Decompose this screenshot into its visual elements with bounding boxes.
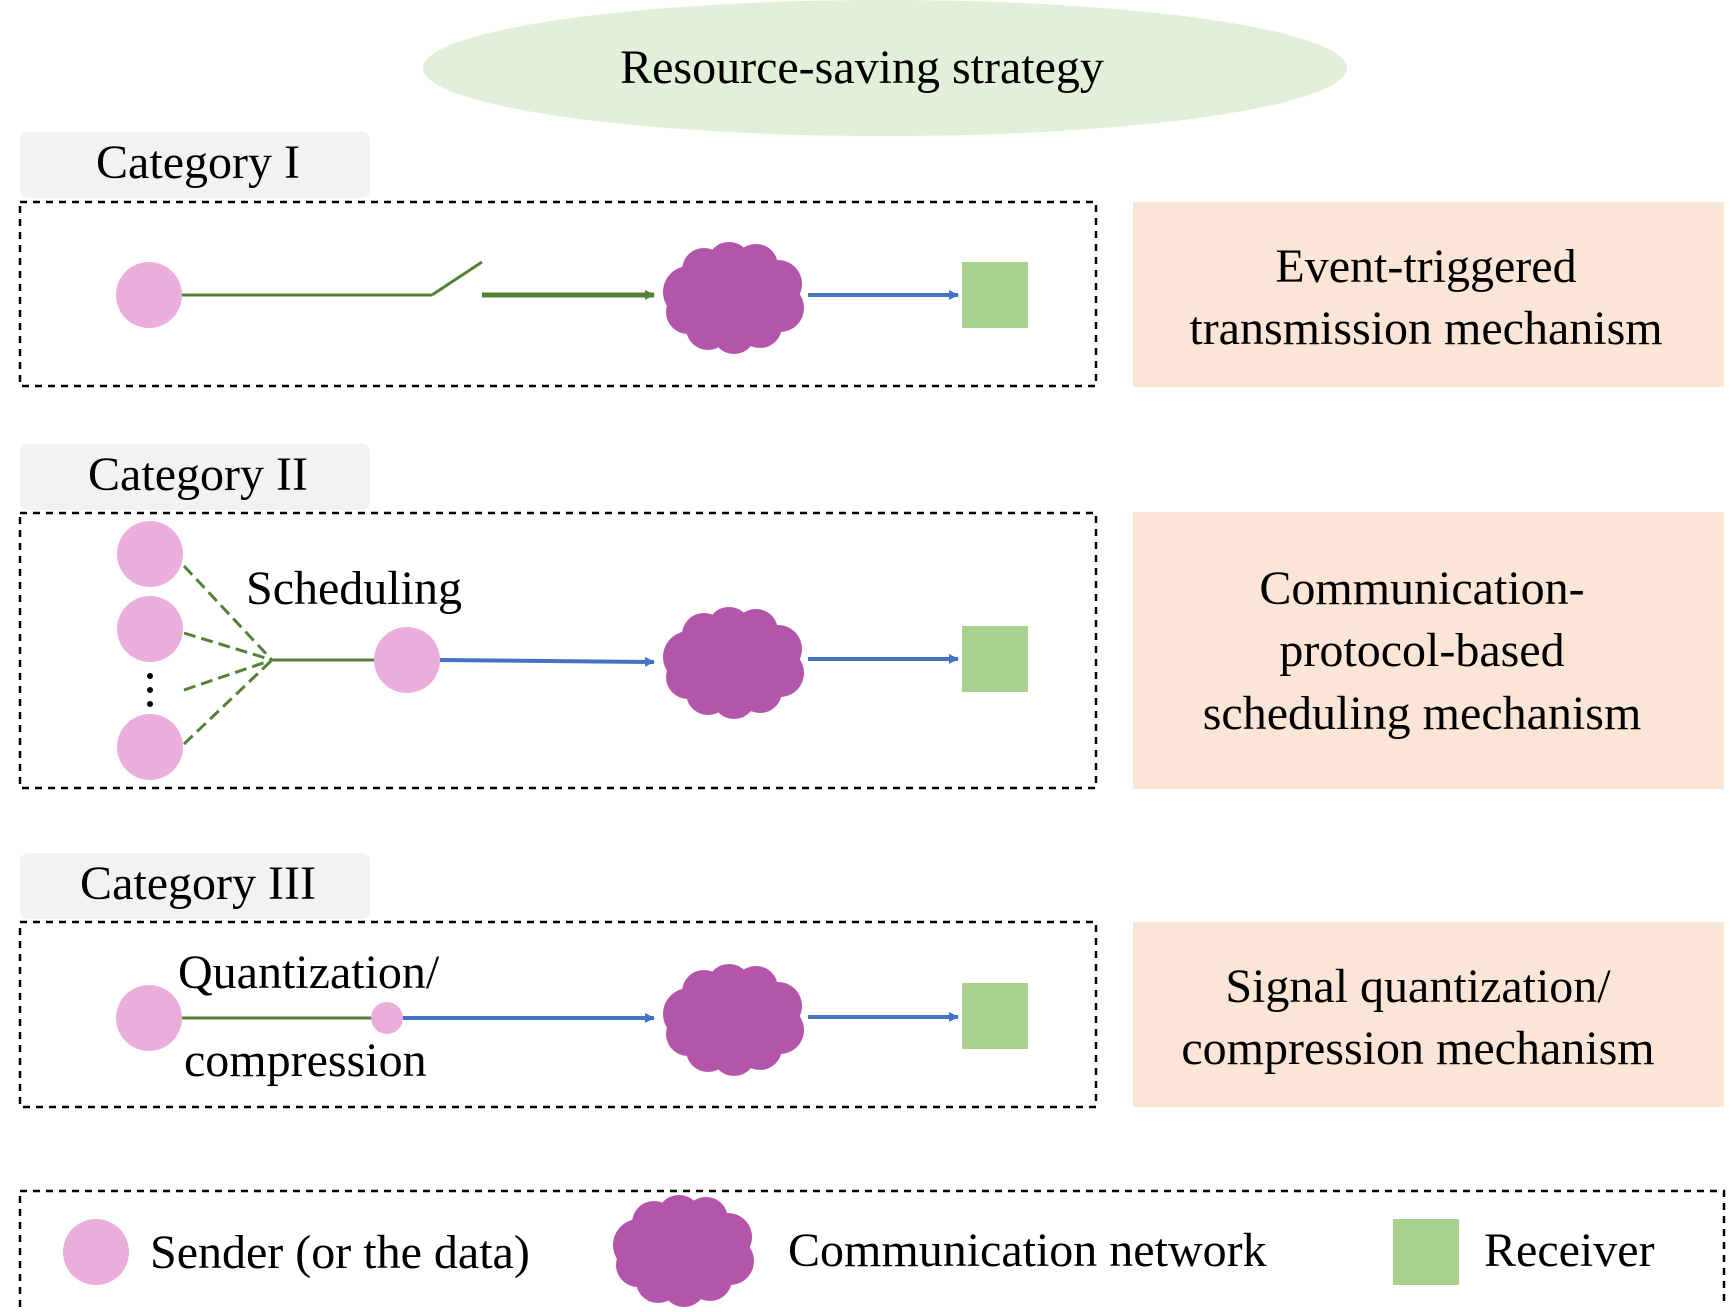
category-2-label: Category II [88,448,308,501]
mechanism-1-line-1: Event-triggered [1275,240,1576,293]
mechanism-2-line-2: protocol-based [1279,624,1564,677]
category-2-tab [20,444,370,510]
category-3-label: Category III [80,857,316,910]
ellipsis-dot [147,673,153,679]
mechanism-3-line-1: Signal quantization/ [1225,960,1611,1013]
ellipsis-dot [147,701,153,707]
legend: Sender (or the data) Communication netwo… [18,1189,1726,1312]
legend-box [18,1189,1726,1312]
title-ellipse [423,0,1347,136]
open-switch-icon [431,260,483,297]
legend-receiver-icon [1393,1219,1459,1285]
scheduled-sender-icon [374,627,440,693]
receiver-icon [962,262,1028,328]
quantized-data-icon [371,1002,403,1034]
legend-receiver-label: Receiver [1484,1224,1655,1277]
schedule-link [183,658,273,692]
category-3-panel: Category III Quantization/ compression S… [18,853,1724,1109]
network-cloud-icon [663,964,804,1076]
schedule-link [182,658,274,746]
mechanism-3-box [1133,922,1724,1107]
mechanism-2-line-3: scheduling mechanism [1203,687,1642,740]
mechanism-1-line-2: transmission mechanism [1189,302,1662,355]
sender-icon [117,714,183,780]
legend-sender-label: Sender (or the data) [150,1226,530,1279]
sender-icon [116,985,182,1051]
quantization-annotation-line-2: compression [184,1034,427,1087]
sender-icon [117,521,183,587]
receiver-icon [962,983,1028,1049]
ellipsis-dot [147,687,153,693]
network-cloud-icon [663,607,804,719]
legend-network-label: Communication network [788,1224,1267,1277]
legend-network-icon [613,1195,754,1307]
mechanism-3-line-2: compression mechanism [1181,1022,1654,1075]
legend-sender-icon [63,1219,129,1285]
category-1-label: Category I [96,136,300,189]
category-1-tab [20,132,370,198]
quantization-annotation-line-1: Quantization/ [178,946,440,999]
schedule-link [183,631,273,662]
mechanism-1-box [1133,202,1724,387]
mechanism-2-box [1133,512,1724,789]
category-2-panel: Category II Scheduling Communication- pr… [18,444,1724,790]
schedule-link [182,564,274,662]
mechanism-2-line-1: Communication- [1259,562,1584,615]
network-cloud-icon [663,242,804,354]
category-3-tab [20,853,370,919]
category-1-panel: Category I Event-triggered transmission … [18,132,1724,388]
transmission-arrow [439,656,655,667]
scheduling-annotation: Scheduling [246,562,462,615]
receiver-icon [962,626,1028,692]
category-2-box [18,511,1098,790]
title-text: Resource-saving strategy [620,41,1104,94]
sender-icon [116,262,182,328]
category-1-box [18,200,1098,388]
title-group: Resource-saving strategy [423,0,1347,136]
category-3-box [18,920,1098,1109]
sender-icon [117,596,183,662]
